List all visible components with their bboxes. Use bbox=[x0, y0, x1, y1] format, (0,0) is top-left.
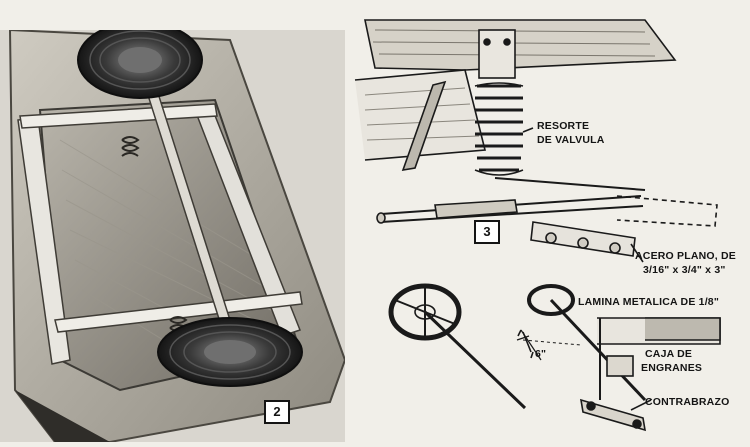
figure-number-2: 2 bbox=[264, 400, 290, 424]
photo-illustration bbox=[0, 30, 345, 442]
technical-drawings: 3 RESORTE DE VALVULA ACERO PLANO, DE 3/1… bbox=[345, 0, 750, 442]
label-acero-dimensiones: 3/16" x 3/4" x 3" bbox=[643, 264, 726, 276]
cart-underside-photo: 2 bbox=[0, 30, 345, 442]
label-engranes: ENGRANES bbox=[641, 362, 703, 374]
label-de-valvula: DE VALVULA bbox=[537, 134, 605, 146]
label-resorte: RESORTE bbox=[537, 120, 590, 132]
label-caja-de: CAJA DE bbox=[645, 348, 693, 360]
label-acero-plano: ACERO PLANO, DE bbox=[635, 250, 737, 262]
label-lamina-metalica: LAMINA METALICA DE 1/8" bbox=[578, 296, 720, 308]
drawing-illustration bbox=[354, 19, 721, 432]
figure-number-3: 3 bbox=[474, 220, 500, 244]
label-contrabrazo: CONTRABRAZO bbox=[645, 396, 730, 408]
label-dimension-6: 6" bbox=[535, 348, 547, 360]
